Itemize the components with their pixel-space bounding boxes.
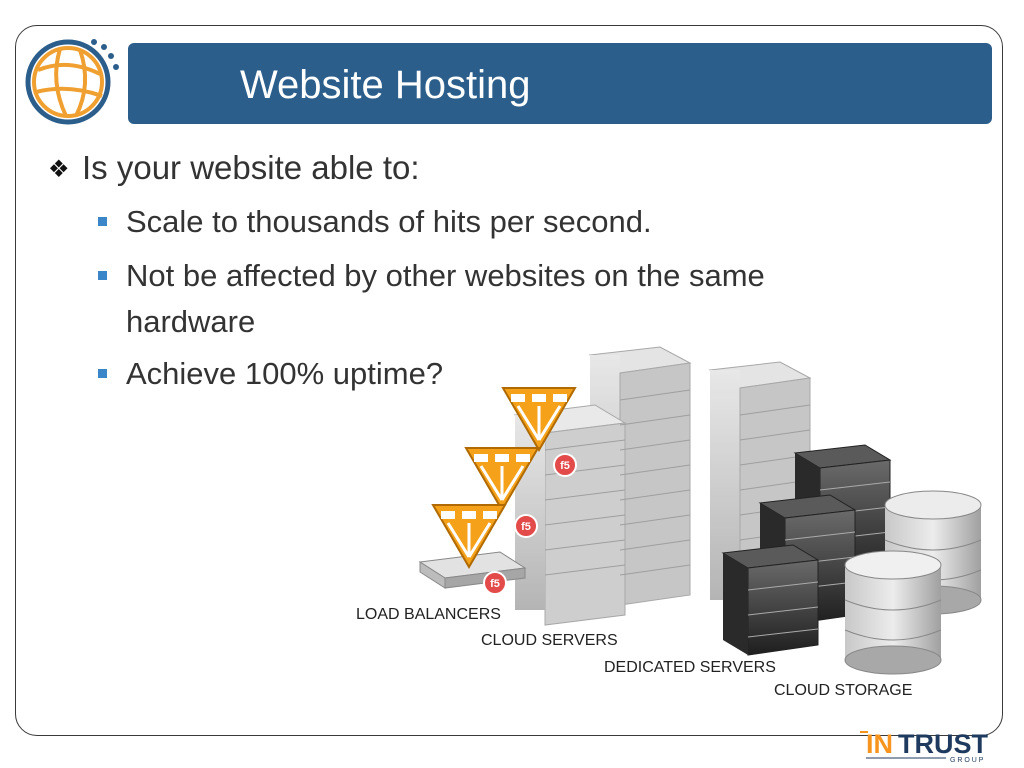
globe-logo-icon <box>25 39 119 125</box>
hosting-infrastructure-illustration: f5 f5 f5 <box>356 346 982 699</box>
f5-badge: f5 <box>483 571 507 595</box>
square-bullet-icon <box>98 217 107 226</box>
label-dedicated-servers: DEDICATED SERVERS <box>604 659 776 676</box>
f5-badge: f5 <box>514 514 538 538</box>
logo-group: G R O U P <box>950 757 984 764</box>
f5-badges: f5 f5 f5 <box>483 453 577 595</box>
f5-badge-label: f5 <box>490 578 500 590</box>
f5-badge-label: f5 <box>521 521 531 533</box>
logo-brand-trust: TRUST <box>898 729 988 759</box>
bullet-text: Achieve 100% uptime? <box>126 356 444 391</box>
cloud-storage-disks <box>844 490 982 675</box>
slide-frame <box>15 25 1003 736</box>
diamond-flower-bullet-icon: ❖ <box>48 156 70 183</box>
load-balancer-icons <box>431 387 577 569</box>
label-load-balancers: LOAD BALANCERS <box>356 606 501 623</box>
square-bullet-icon <box>98 271 107 280</box>
f5-badge-label: f5 <box>560 460 570 472</box>
bullet-level1-text: Is your website able to: <box>82 149 420 186</box>
bullet-text: Scale to thousands of hits per second. <box>126 204 652 239</box>
logo-brand-in: IN <box>866 729 893 759</box>
square-bullet-icon <box>98 369 107 378</box>
slide-title: Website Hosting <box>240 63 531 107</box>
title-bar: Website Hosting <box>128 43 992 124</box>
f5-badge: f5 <box>553 453 577 477</box>
label-cloud-servers: CLOUD SERVERS <box>481 632 618 649</box>
bullet-text-cont: hardware <box>126 304 256 339</box>
intrust-group-logo: IN TRUST G R O U P <box>860 729 988 764</box>
label-cloud-storage: CLOUD STORAGE <box>774 682 912 699</box>
bullet-text: Not be affected by other websites on the… <box>126 258 765 293</box>
